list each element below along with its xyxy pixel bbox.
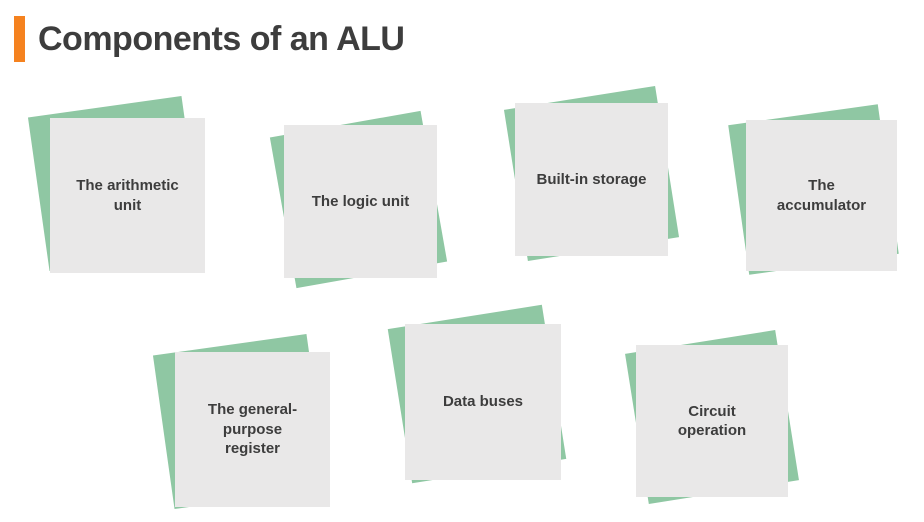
title-accent-bar [14, 16, 25, 62]
card-label: The arithmetic unit [76, 177, 179, 214]
card-label: Data buses [442, 393, 524, 411]
note-front: The accumulator [746, 120, 897, 271]
card-the-logic-unit: The logic unit [269, 110, 448, 289]
card-label: Built-in storage [536, 170, 647, 188]
card-the-arithmetic-unit: The arithmetic unit [27, 95, 205, 273]
card-label: Circuit operation [677, 402, 747, 440]
note-front: The logic unit [284, 125, 437, 278]
page-title: Components of an ALU [38, 20, 405, 58]
note-front: Data buses [405, 324, 561, 480]
card-built-in-storage: Built-in storage [503, 85, 680, 262]
note-front: The arithmetic unit [50, 118, 205, 273]
card-label: The general-purpose register [207, 401, 298, 458]
card-label: The logic unit [311, 192, 410, 210]
note-front: The general-purpose register [175, 352, 330, 507]
card-the-general-purpose-register: The general-purpose register [152, 333, 330, 510]
card-circuit-operation: Circuit operation [625, 330, 799, 504]
card-data-buses: Data buses [387, 304, 567, 484]
card-the-accumulator: The accumulator [728, 104, 899, 275]
note-front: Built-in storage [515, 103, 668, 256]
card-label: The accumulator [776, 177, 867, 214]
note-front: Circuit operation [636, 345, 788, 497]
header: Components of an ALU [14, 16, 405, 62]
